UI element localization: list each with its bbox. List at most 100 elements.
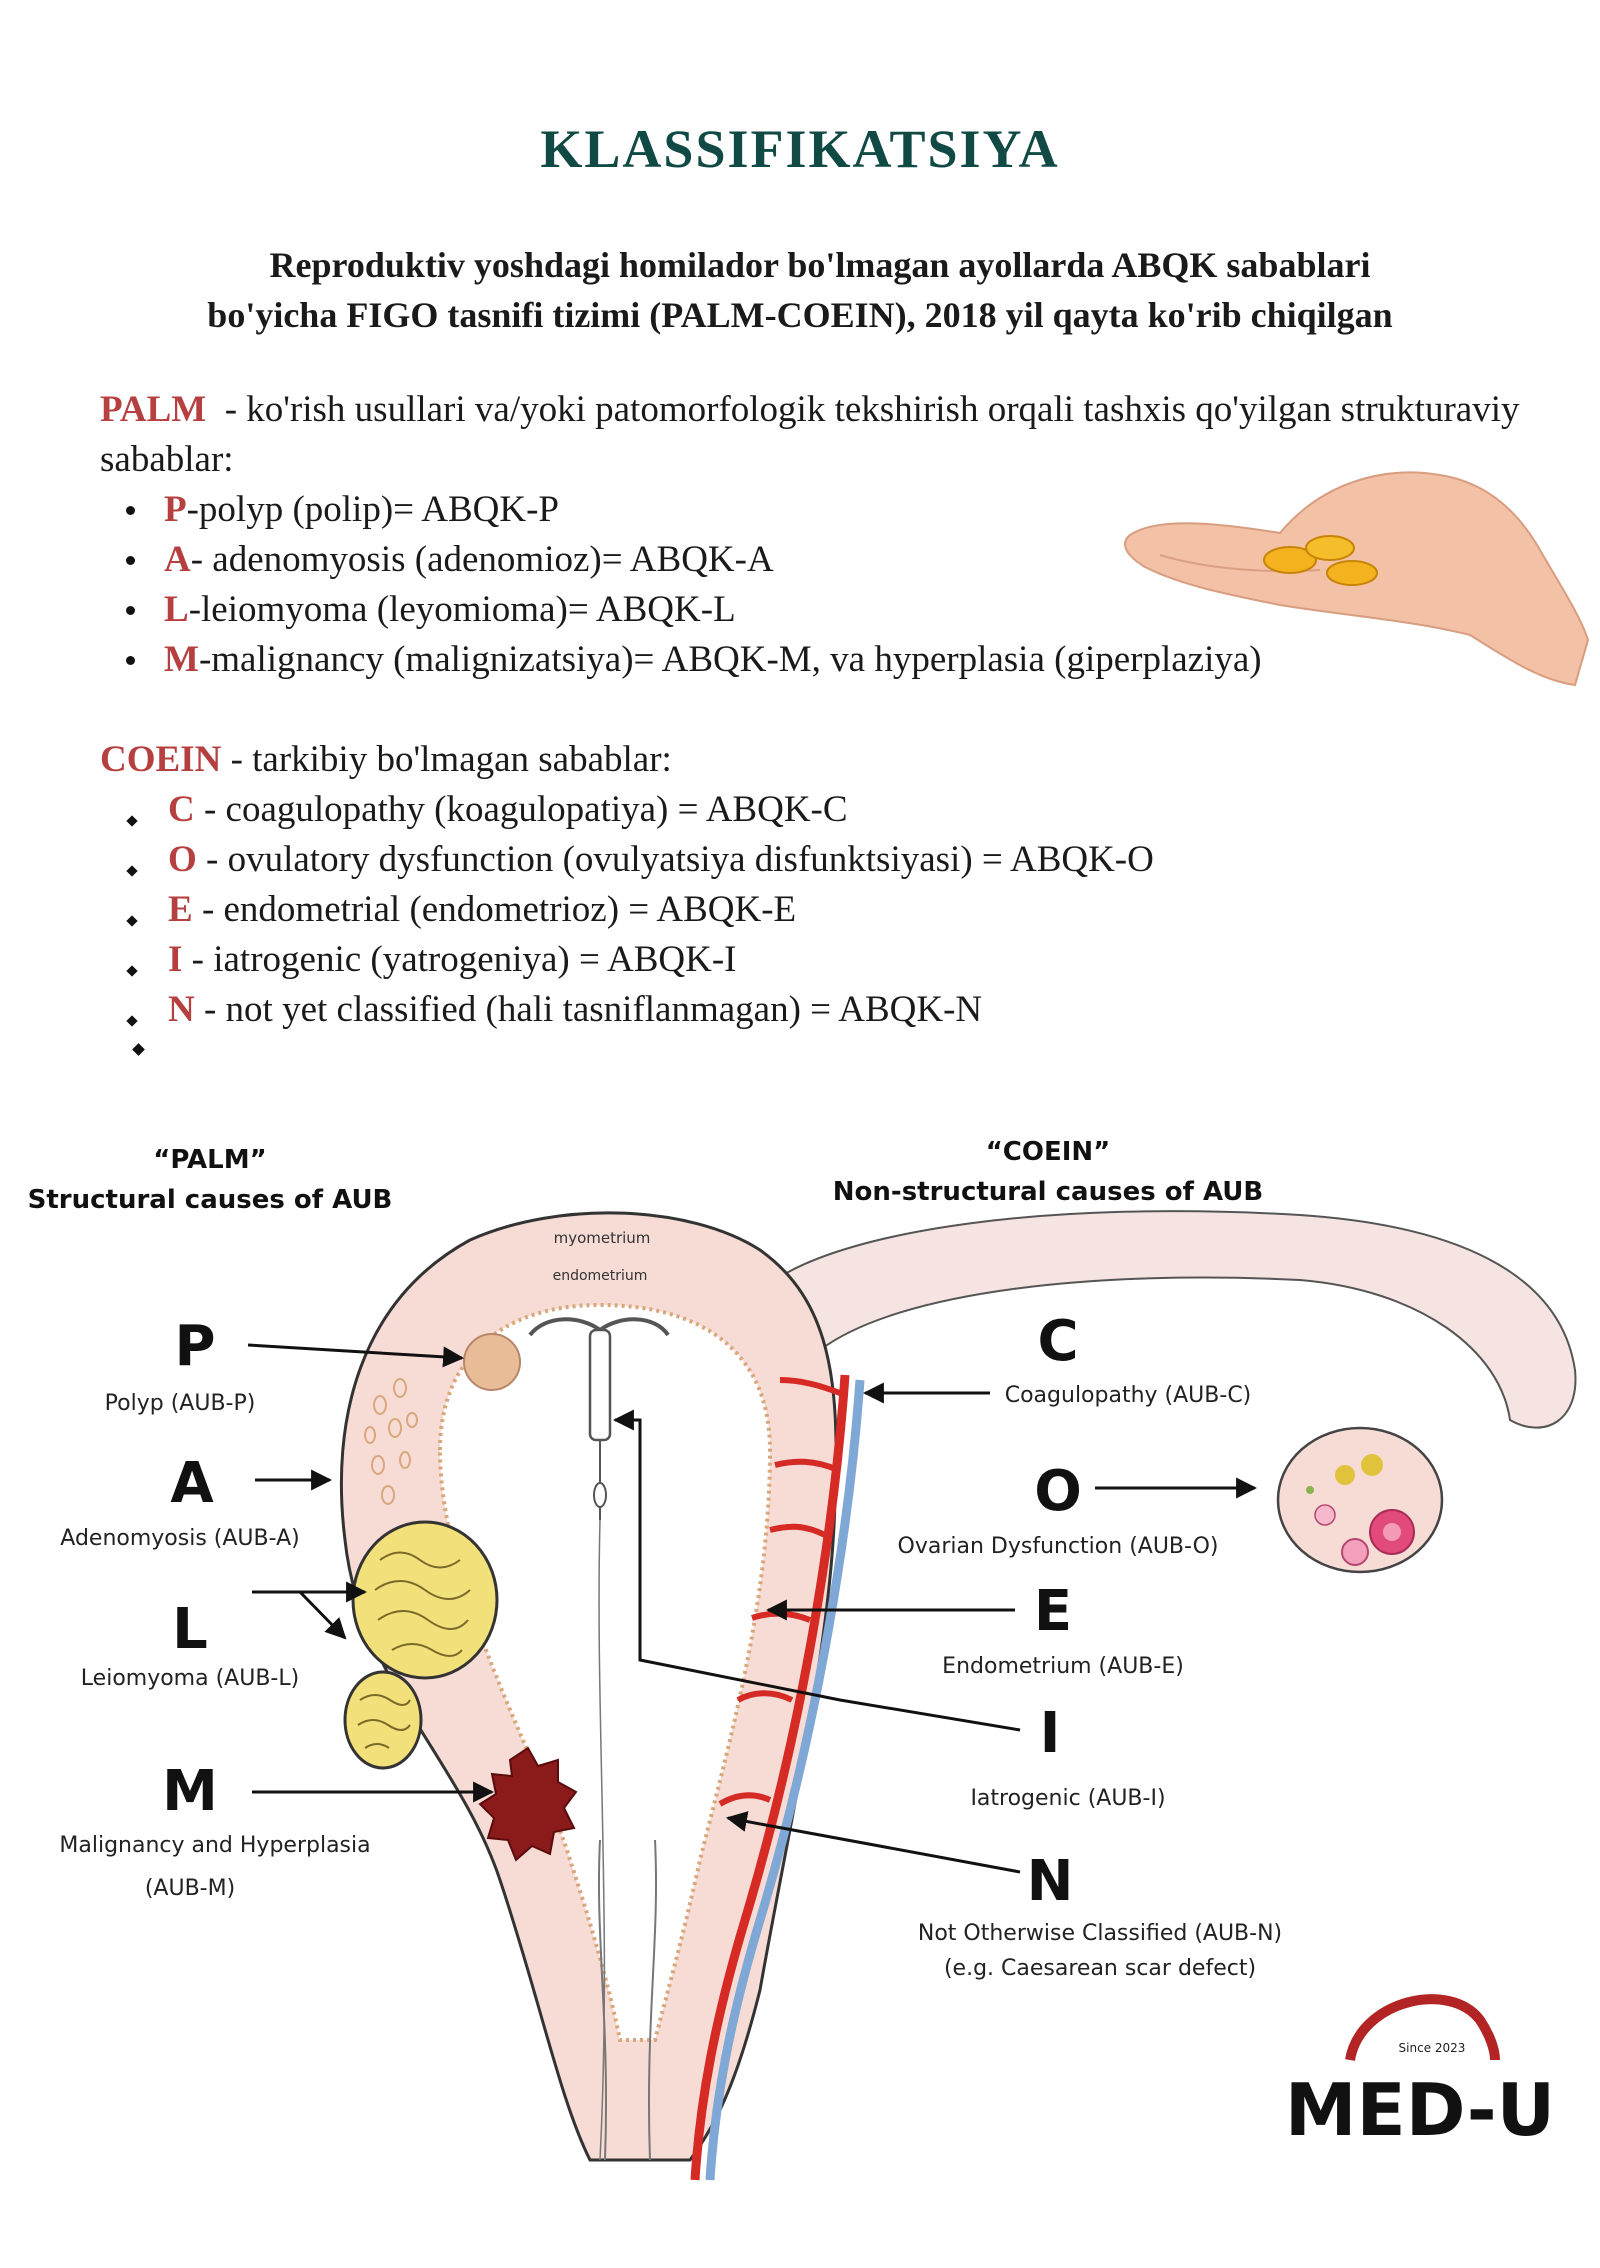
label-letter: N: [1027, 1849, 1074, 1914]
item-letter: E: [168, 889, 193, 930]
label-p: P Polyp (AUB-P): [105, 1314, 465, 1416]
item-letter: C: [168, 789, 195, 830]
bullet-icon: [126, 556, 135, 565]
label-i: I Iatrogenic (AUB-I): [612, 1409, 1166, 1811]
palm-coein-diagram: “PALM” Structural causes of AUB “COEIN” …: [0, 1120, 1600, 2263]
item-text: - coagulopathy (koagulopatiya) = ABQK-C: [194, 789, 848, 830]
polyp-icon: [463, 1333, 521, 1391]
label-caption: Not Otherwise Classified (AUB-N): [918, 1921, 1282, 1946]
ovary: [1276, 1426, 1444, 1574]
list-item: M-malignancy (malignizatsiya)= ABQK-M, v…: [100, 635, 1520, 685]
label-caption: Endometrium (AUB-E): [942, 1654, 1184, 1679]
label-letter: M: [162, 1759, 218, 1824]
empty-bullet-icon: [132, 1043, 145, 1056]
list-item: O - ovulatory dysfunction (ovulyatsiya d…: [100, 835, 1520, 885]
list-item: I - iatrogenic (yatrogeniya) = ABQK-I: [100, 935, 1520, 985]
item-letter: M: [164, 639, 199, 680]
item-letter: O: [168, 839, 197, 880]
arrow-icon: [247, 1343, 465, 1368]
item-text: - ovulatory dysfunction (ovulyatsiya dis…: [196, 839, 1154, 880]
list-item: L-leiomyoma (leyomioma)= ABQK-L: [100, 585, 1520, 635]
item-text: -leiomyoma (leyomioma)= ABQK-L: [188, 589, 736, 630]
label-letter: E: [1034, 1579, 1072, 1644]
palm-section: PALM - ko'rish usullari va/yoki patomorf…: [100, 385, 1520, 685]
leiomyoma-icon: [343, 1520, 499, 1770]
endometrium-label: endometrium: [553, 1268, 648, 1284]
label-e: E Endometrium (AUB-E): [765, 1579, 1184, 1679]
label-caption: (e.g. Caesarean scar defect): [944, 1956, 1256, 1981]
label-l: L Leiomyoma (AUB-L): [81, 1581, 368, 1691]
palm-heading: “PALM”: [153, 1145, 266, 1175]
label-letter: L: [172, 1597, 208, 1662]
palm-keyword: PALM: [100, 389, 207, 430]
palm-list: P-polyp (polip)= ABQK-P A- adenomyosis (…: [100, 485, 1520, 685]
label-caption: Adenomyosis (AUB-A): [60, 1526, 299, 1551]
label-n: N Not Otherwise Classified (AUB-N) (e.g.…: [725, 1811, 1282, 1981]
bullet-icon: [126, 606, 135, 615]
palm-intro-text: - ko'rish usullari va/yoki patomorfologi…: [100, 389, 1529, 480]
logo-name: MED-U: [1285, 2068, 1555, 2152]
coein-section: COEIN - tarkibiy bo'lmagan sabablar: C -…: [100, 735, 1520, 1035]
label-caption: Leiomyoma (AUB-L): [81, 1666, 299, 1691]
coein-subheading: Non-structural causes of AUB: [833, 1177, 1263, 1207]
arrow-icon: [725, 1811, 1021, 1874]
coein-keyword: COEIN: [100, 739, 222, 780]
bullet-icon: [126, 915, 138, 927]
item-letter: A: [164, 539, 191, 580]
item-letter: N: [168, 989, 195, 1030]
arrow-icon: [298, 1590, 347, 1640]
item-text: - iatrogenic (yatrogeniya) = ABQK-I: [182, 939, 737, 980]
palm-subheading: Structural causes of AUB: [28, 1185, 393, 1215]
adenomyosis-glands: [364, 1378, 418, 1505]
bullet-icon: [126, 815, 138, 827]
label-letter: P: [174, 1314, 215, 1379]
bullet-icon: [126, 1015, 138, 1027]
subtitle-line-2: bo'yicha FIGO tasnifi tizimi (PALM-COEIN…: [207, 295, 1393, 335]
fallopian-tube: [773, 1210, 1577, 1429]
label-caption: Iatrogenic (AUB-I): [970, 1786, 1165, 1811]
uterus-diagram: “PALM” Structural causes of AUB “COEIN” …: [28, 1137, 1577, 2181]
list-item: A- adenomyosis (adenomioz)= ABQK-A: [100, 535, 1520, 585]
bullet-icon: [126, 506, 135, 515]
item-text: - adenomyosis (adenomioz)= ABQK-A: [190, 539, 774, 580]
subtitle: Reproduktiv yoshdagi homilador bo'lmagan…: [100, 240, 1500, 340]
label-caption: Ovarian Dysfunction (AUB-O): [898, 1534, 1219, 1559]
item-letter: L: [164, 589, 189, 630]
arrow-icon: [612, 1409, 1021, 1732]
label-a: A Adenomyosis (AUB-A): [60, 1451, 333, 1551]
coein-intro-text: - tarkibiy bo'lmagan sabablar:: [221, 739, 672, 780]
coein-list: C - coagulopathy (koagulopatiya) = ABQK-…: [100, 785, 1520, 1035]
label-letter: C: [1037, 1309, 1078, 1374]
list-item: E - endometrial (endometrioz) = ABQK-E: [100, 885, 1520, 935]
item-text: -malignancy (malignizatsiya)= ABQK-M, va…: [198, 639, 1262, 680]
subtitle-line-1: Reproduktiv yoshdagi homilador bo'lmagan…: [269, 245, 1371, 285]
item-text: -polyp (polip)= ABQK-P: [186, 489, 559, 530]
item-letter: I: [168, 939, 183, 980]
label-letter: O: [1034, 1459, 1082, 1524]
uterus: myometrium endometrium: [339, 1211, 838, 2162]
bullet-icon: [126, 656, 135, 665]
bullet-icon: [126, 865, 138, 877]
label-caption: Coagulopathy (AUB-C): [1005, 1383, 1252, 1408]
page-title: KLASSIFIKATSIYA: [540, 119, 1060, 179]
label-c: C Coagulopathy (AUB-C): [862, 1309, 1252, 1408]
palm-intro: PALM - ko'rish usullari va/yoki patomorf…: [100, 385, 1520, 485]
med-u-logo: Since 2023 MED-U: [1285, 1994, 1555, 2152]
item-text: - endometrial (endometrioz) = ABQK-E: [192, 889, 797, 930]
coein-intro: COEIN - tarkibiy bo'lmagan sabablar:: [100, 735, 1520, 785]
list-item: P-polyp (polip)= ABQK-P: [100, 485, 1520, 535]
list-item: N - not yet classified (hali tasniflanma…: [100, 985, 1520, 1035]
list-item: C - coagulopathy (koagulopatiya) = ABQK-…: [100, 785, 1520, 835]
bullet-icon: [126, 965, 138, 977]
label-letter: I: [1040, 1701, 1061, 1766]
myometrium-label: myometrium: [554, 1229, 651, 1247]
label-caption: Malignancy and Hyperplasia: [59, 1833, 370, 1858]
item-text: - not yet classified (hali tasniflanmaga…: [194, 989, 983, 1030]
hand-with-pills-icon: [1124, 471, 1590, 687]
iud-icon: [528, 1317, 670, 2161]
label-caption: (AUB-M): [145, 1876, 235, 1901]
item-letter: P: [164, 489, 187, 530]
label-letter: A: [170, 1451, 214, 1516]
coein-heading: “COEIN”: [986, 1137, 1111, 1167]
logo-since: Since 2023: [1399, 2041, 1466, 2055]
